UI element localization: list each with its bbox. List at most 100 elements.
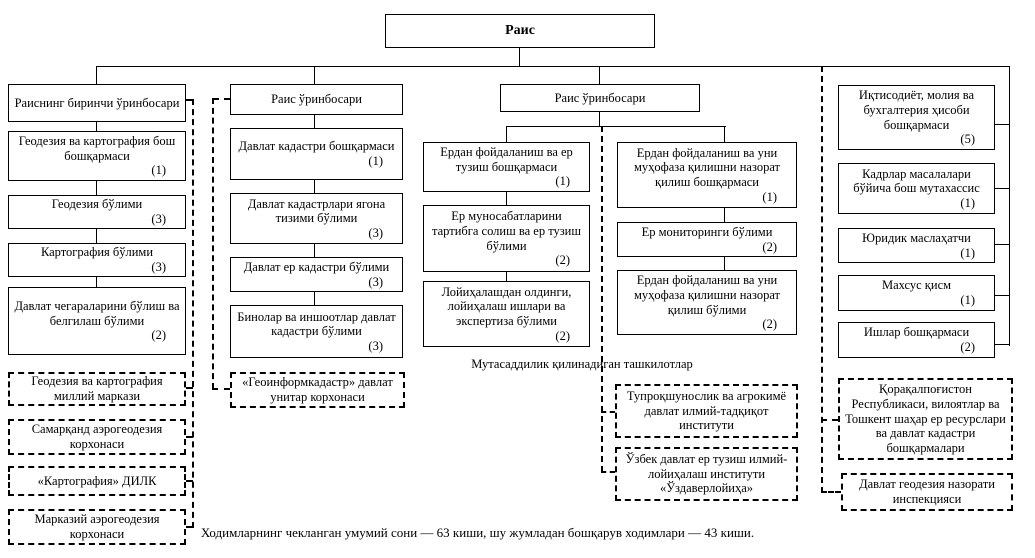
- staff-count: (3): [368, 225, 383, 240]
- unit-label: Давлат ер кадастри бўлими: [243, 259, 390, 274]
- dashed-connector: [821, 419, 838, 421]
- unit-label: Давлат кадастри бошқармаси: [238, 139, 395, 154]
- staff-count: (5): [960, 132, 975, 147]
- staff-count: (1): [960, 293, 975, 307]
- staff-count: (2): [555, 253, 570, 268]
- col1-unit-geodesy-division: Геодезия бўлими (3): [8, 195, 186, 229]
- staff-count: (2): [151, 328, 166, 343]
- unit-label: Ер мониторинги бўлими: [641, 224, 773, 239]
- org-label: «Картография» ДИЛК: [37, 473, 157, 488]
- chairman-label: Раис: [505, 22, 535, 38]
- staff-count: (1): [555, 174, 570, 189]
- org-label: Самарқанд аэрогеодезия корхонаси: [31, 422, 163, 451]
- unit-label: Ердан фойдаланиш ва уни муҳофаза қилишни…: [633, 145, 781, 189]
- connector-line: [507, 126, 726, 127]
- connector-line: [96, 181, 97, 195]
- col1-org-samarkand-aerogeodesy: Самарқанд аэрогеодезия корхонаси: [8, 419, 186, 455]
- dashed-connector: [186, 99, 194, 101]
- org-label: Геодезия ва картография миллий маркази: [31, 374, 163, 403]
- connector-line: [519, 48, 520, 66]
- dashed-connector: [186, 436, 193, 438]
- connector-line: [314, 244, 315, 257]
- connector-line: [96, 277, 97, 287]
- col1-org-national-center: Геодезия ва картография миллий маркази: [8, 372, 186, 406]
- col4-org-state-geodesy-inspection: Давлат геодезия назорати инспекцияси: [841, 473, 1013, 511]
- unit-label: Иқтисодиёт, молия ва бухгалтерия ҳисоби …: [858, 88, 975, 132]
- col2-unit-buildings-cadastre: Бинолар ва иншоотлар давлат кадастри бўл…: [230, 305, 403, 358]
- connector-line: [599, 112, 600, 126]
- staff-count: (1): [960, 245, 975, 260]
- col2-unit-state-cadastre-dept: Давлат кадастри бошқармаси (1): [230, 128, 403, 180]
- org-label: Марказий аэрогеодезия корхонаси: [34, 512, 160, 541]
- deputy-label: Раис ўринбосари: [271, 92, 362, 107]
- unit-label: Давлат кадастрлари ягона тизими бўлими: [247, 196, 386, 226]
- dashed-connector: [821, 491, 841, 493]
- unit-label: Картография бўлими: [40, 245, 154, 260]
- unit-label: Лойиҳалашдан олдинги, лойиҳалаш ишлари в…: [441, 284, 572, 328]
- dashed-connector: [821, 66, 823, 493]
- col1-org-cartography-dilk: «Картография» ДИЛК: [8, 466, 186, 496]
- staff-count: (2): [762, 317, 777, 332]
- unit-label: Юридик маслаҳатчи: [862, 230, 971, 245]
- connector-line: [96, 122, 97, 131]
- staff-count: (3): [368, 274, 383, 289]
- dashed-connector: [212, 388, 230, 390]
- col4-org-regional-land-resources-depts: Қорақалпоғистон Республикаси, вилоятлар …: [838, 378, 1013, 460]
- unit-label: Ердан фойдаланиш ва уни муҳофаза қилишни…: [633, 273, 781, 317]
- staff-count: (3): [368, 338, 383, 353]
- col4-unit-legal-advisor: Юридик маслаҳатчи (1): [838, 228, 995, 263]
- col1-org-central-aerogeodesy: Марказий аэрогеодезия корхонаси: [8, 509, 186, 545]
- staff-count: (2): [960, 340, 975, 354]
- staff-count: (2): [762, 239, 777, 254]
- col3-right-land-protection-dept: Ердан фойдаланиш ва уни муҳофаза қилишни…: [617, 142, 797, 208]
- chairman-box: Раис: [385, 14, 655, 48]
- deputy-land-box: Раис ўринбосари: [500, 84, 700, 112]
- connector-line: [995, 124, 1010, 125]
- dashed-connector: [186, 480, 193, 482]
- connector-line: [506, 272, 507, 281]
- col4-unit-economics-finance-dept: Иқтисодиёт, молия ва бухгалтерия ҳисоби …: [838, 85, 995, 150]
- deputy-label: Раис ўринбосари: [554, 90, 646, 105]
- org-label: «Геоинформкадастр» давлат унитар корхона…: [242, 375, 393, 404]
- staff-count: (2): [555, 328, 570, 343]
- col4-unit-hr-chief-specialist: Кадрлар масалалари бўйича бош мутахассис…: [838, 163, 995, 214]
- staff-count: (1): [151, 163, 166, 178]
- dashed-connector: [601, 411, 615, 413]
- col3-org-soil-science-institute: Тупроқшунослик ва агрокимё давлат илмий-…: [615, 384, 798, 438]
- staff-count: (1): [960, 195, 975, 210]
- col3-left-land-relations-division: Ер муносабатларини тартибга солиш ва ер …: [423, 205, 590, 272]
- dashed-connector: [213, 98, 230, 100]
- col3-left-design-expertise-division: Лойиҳалашдан олдинги, лойиҳалаш ишлари в…: [423, 281, 590, 347]
- col2-org-geoinformkadastr: «Геоинформкадастр» давлат унитар корхона…: [230, 372, 405, 408]
- col3-right-land-protection-division: Ердан фойдаланиш ва уни муҳофаза қилишни…: [617, 270, 797, 335]
- deputy-cadastre-box: Раис ўринбосари: [230, 84, 403, 115]
- col4-unit-affairs-dept: Ишлар бошқармаси (2): [838, 322, 995, 358]
- dashed-connector: [192, 99, 194, 528]
- connector-line: [506, 192, 507, 205]
- dashed-connector: [186, 526, 193, 528]
- col1-unit-state-borders-division: Давлат чегараларини бўлиш ва белгилаш бў…: [8, 287, 186, 355]
- col4-unit-special-unit: Махсус қисм (1): [838, 275, 995, 311]
- dashed-connector: [601, 126, 603, 472]
- col2-unit-state-land-cadastre: Давлат ер кадастри бўлими (3): [230, 257, 403, 292]
- org-label: Қорақалпоғистон Республикаси, вилоятлар …: [845, 382, 1006, 455]
- connector-line: [97, 66, 1010, 67]
- supervised-orgs-label: Мутасаддилик қилинадиган ташкилотлар: [471, 357, 693, 371]
- connector-line: [724, 126, 725, 142]
- staff-count: (1): [762, 189, 777, 204]
- connector-line: [506, 126, 507, 142]
- org-label: Давлат геодезия назорати инспекцияси: [859, 477, 995, 506]
- org-label: Ўзбек давлат ер тузиш илмий-лойиҳалаш ин…: [625, 452, 788, 496]
- staff-count: (3): [151, 260, 166, 274]
- org-label: Тупроқшунослик ва агрокимё давлат илмий-…: [626, 389, 787, 433]
- connector-line: [724, 257, 725, 270]
- unit-label: Геодезия бўлими: [51, 197, 143, 212]
- connector-line: [314, 115, 315, 128]
- dashed-connector: [186, 387, 193, 389]
- unit-label: Ер муносабатларини тартибга солиш ва ер …: [431, 209, 581, 253]
- first-deputy-label: Раиснинг биринчи ўринбосари: [14, 95, 180, 110]
- connector-line: [599, 66, 600, 84]
- connector-line: [1009, 66, 1010, 346]
- connector-line: [96, 229, 97, 243]
